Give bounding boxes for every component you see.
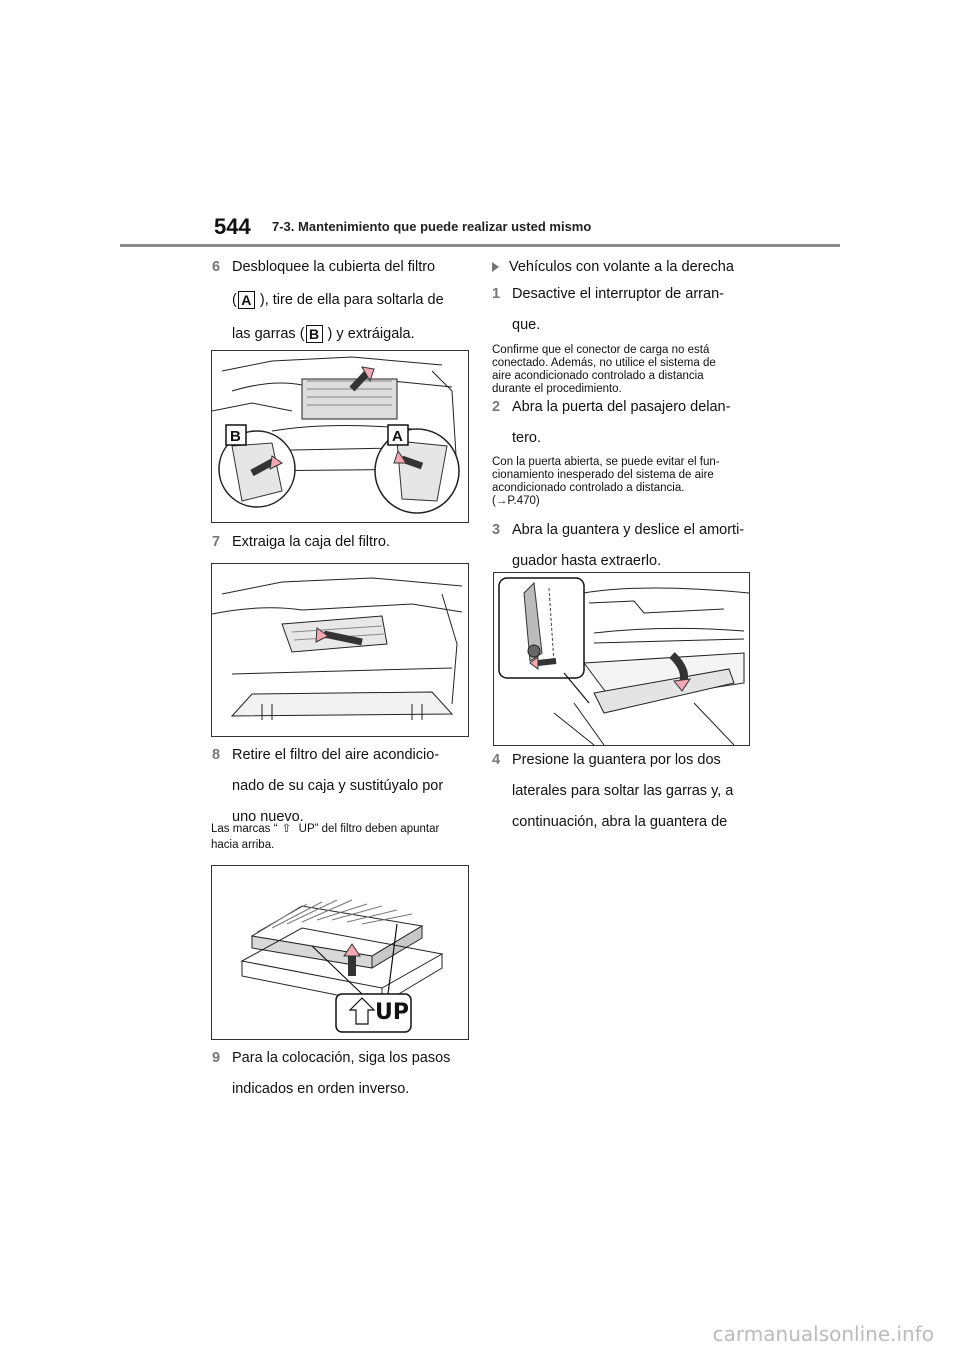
- filter-cover-illustration: [212, 356, 460, 514]
- step-number: 3: [492, 522, 501, 538]
- step-text: continuación, abra la guantera de: [512, 814, 728, 830]
- watermark: carmanualsonline.info: [712, 1322, 934, 1346]
- step-r3: 3 Abra la guantera y deslice el amorti- g…: [492, 515, 762, 577]
- heading-text: Vehículos con volante a la derecha: [509, 259, 734, 275]
- note-up-marks: Las marcas “⇧ UP” del filtro deben apunt…: [211, 819, 473, 852]
- step-text: que.: [512, 317, 541, 333]
- header-rule: [120, 244, 840, 247]
- step-text: tero.: [512, 430, 542, 446]
- step-text: Abra la guantera y deslice el amorti-: [512, 522, 745, 538]
- up-label: UP: [375, 1000, 409, 1025]
- step-number: 4: [492, 752, 501, 768]
- step-number: 6: [212, 259, 221, 275]
- step-r4: 4 Presione la guantera por los dos latera…: [492, 745, 762, 838]
- step-text: las garras (: [232, 326, 305, 342]
- filter-box-illustration: [212, 577, 463, 720]
- step-text: Extraiga la caja del filtro.: [232, 534, 390, 550]
- step-text: indicados en orden inverso.: [232, 1081, 410, 1097]
- step-6: 6 Desbloquee la cubierta del filtro (A ),…: [212, 252, 482, 351]
- step-8: 8 Retire el filtro del aire acondicio- na…: [212, 740, 482, 833]
- note-text: hacia arriba.: [211, 839, 275, 851]
- figure-filter-box: [211, 563, 469, 737]
- step-text: Para la colocación, siga los pasos: [232, 1050, 451, 1066]
- step-number: 1: [492, 286, 501, 302]
- step-r2: 2 Abra la puerta del pasajero delan- tero…: [492, 392, 762, 454]
- triangle-bullet-icon: [492, 262, 499, 273]
- step-text: laterales para soltar las garras y, a: [512, 783, 734, 799]
- section-title: 7-3. Mantenimiento que puede realizar us…: [272, 219, 592, 234]
- label-b-box: B: [305, 325, 323, 344]
- note-r2: Con la puerta abierta, se puede evitar e…: [492, 456, 754, 508]
- step-number: 9: [212, 1050, 221, 1066]
- note-text: UP” del filtro deben apuntar: [295, 823, 440, 835]
- note-text: (→P.470): [492, 495, 540, 507]
- note-r1: Confirme que el conector de carga no est…: [492, 344, 754, 396]
- step-text: ), tire de ella para soltarla de: [255, 292, 444, 308]
- note-text: Con la puerta abierta, se puede evitar e…: [492, 456, 720, 468]
- glovebox-illustration: [498, 577, 749, 745]
- step-text: Desactive el interruptor de arran-: [512, 286, 724, 302]
- figure-glovebox-damper: [493, 572, 750, 746]
- note-text: acondicionado controlado a distancia.: [492, 482, 685, 494]
- step-r1: 1 Desactive el interruptor de arran- que.: [492, 279, 762, 341]
- step-9: 9 Para la colocación, siga los pasos indi…: [212, 1043, 482, 1105]
- step-text: Desbloquee la cubierta del filtro: [232, 259, 436, 275]
- label-a: A: [392, 428, 403, 445]
- step-text: Presione la guantera por los dos: [512, 752, 721, 768]
- figure-filter-cover: B A: [211, 350, 469, 523]
- step-text: (: [232, 292, 237, 308]
- step-text: Abra la puerta del pasajero delan-: [512, 399, 731, 415]
- step-number: 2: [492, 399, 501, 415]
- figure-up-filter: UP: [211, 865, 469, 1040]
- step-number: 7: [212, 534, 221, 550]
- step-number: 8: [212, 747, 221, 763]
- label-a-box: A: [237, 291, 255, 310]
- note-text: durante el procedimiento.: [492, 383, 622, 395]
- step-text: uno nuevo.: [232, 809, 304, 825]
- page-number: 544: [214, 214, 251, 239]
- up-arrow-icon: ⇧: [281, 823, 292, 835]
- step-text: Retire el filtro del aire acondicio-: [232, 747, 440, 763]
- rhd-heading: Vehículos con volante a la derecha: [492, 252, 762, 283]
- note-text: Las marcas “: [211, 823, 278, 835]
- up-filter-illustration: [240, 899, 444, 1033]
- step-text: guador hasta extraerlo.: [512, 553, 662, 569]
- step-7: 7 Extraiga la caja del filtro.: [212, 527, 482, 558]
- step-text: ) y extráigala.: [323, 326, 415, 342]
- step-text: nado de su caja y sustitúyalo por: [232, 778, 444, 794]
- note-text: cionamiento inesperado del sistema de ai…: [492, 469, 714, 481]
- note-text: conectado. Además, no utilice el sistema…: [492, 357, 716, 369]
- note-text: aire acondicionado controlado a distanci…: [492, 370, 704, 382]
- label-b: B: [230, 428, 241, 445]
- note-text: Confirme que el conector de carga no est…: [492, 344, 710, 356]
